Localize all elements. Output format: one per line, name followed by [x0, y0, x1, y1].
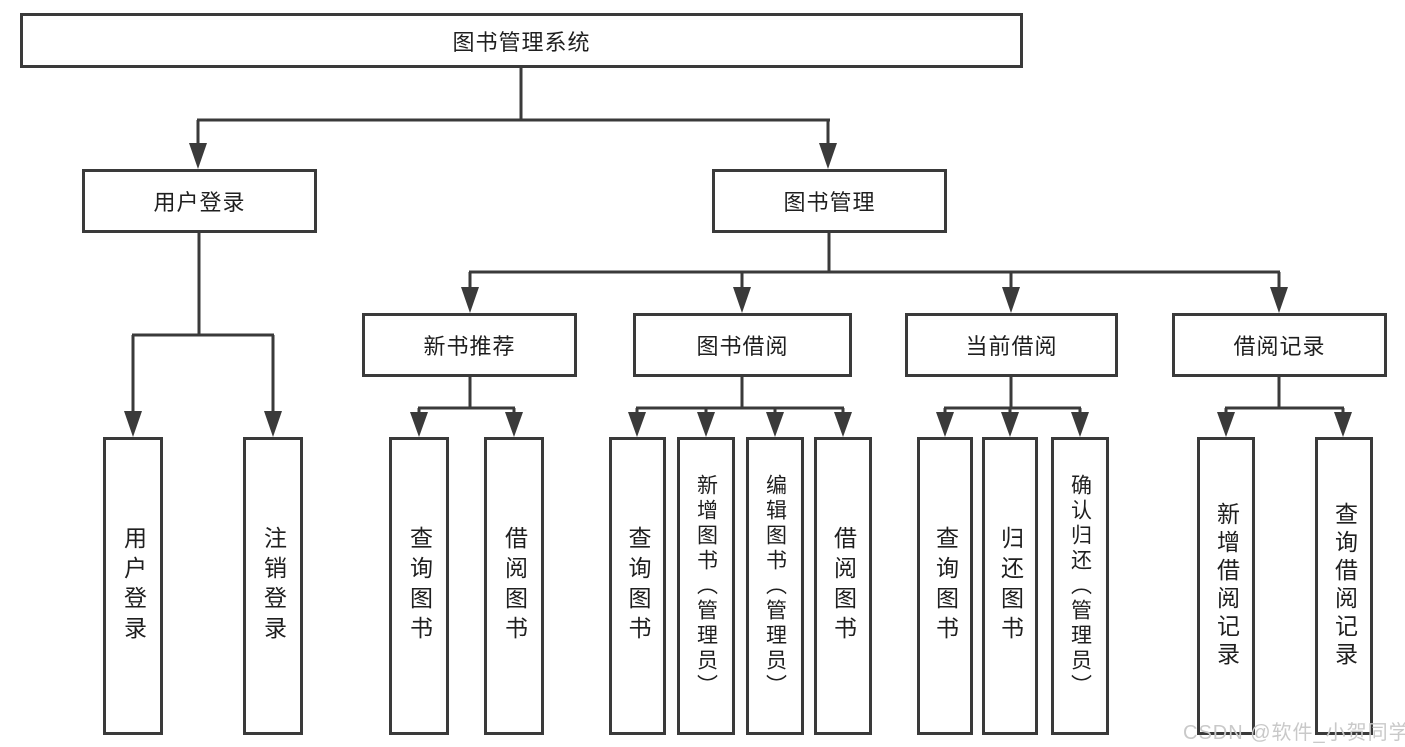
leaf-add-borrow-record-label: 新增借阅记录 [1213, 502, 1240, 670]
node-current-borrow-label: 当前借阅 [965, 334, 1058, 359]
node-user-login-label: 用户登录 [153, 190, 246, 215]
leaf-query-books-current-label: 查询图书 [932, 526, 959, 646]
node-new-book-recommend: 新书推荐 [362, 313, 577, 377]
leaf-borrow-books-recommend: 借阅图书 [484, 437, 544, 735]
connector-book-borrow-group [628, 377, 852, 437]
connector-book-management-to-level3 [461, 233, 1288, 313]
node-book-borrow: 图书借阅 [633, 313, 852, 377]
leaf-query-books-recommend-label: 查询图书 [406, 526, 433, 646]
leaf-edit-book-admin-label: 编辑图书（管理员） [763, 473, 787, 699]
leaf-query-borrow-record-label: 查询借阅记录 [1331, 502, 1358, 670]
node-borrow-records: 借阅记录 [1172, 313, 1387, 377]
leaf-user-login: 用户登录 [103, 437, 163, 735]
node-root-label: 图书管理系统 [452, 29, 591, 55]
leaf-borrow-books-label: 借阅图书 [830, 526, 857, 646]
leaf-return-book-label: 归还图书 [997, 526, 1024, 646]
node-root: 图书管理系统 [20, 13, 1023, 68]
connector-user-login-group [124, 233, 282, 437]
leaf-query-books-borrow: 查询图书 [609, 437, 666, 735]
leaf-logout: 注销登录 [243, 437, 303, 735]
node-book-borrow-label: 图书借阅 [696, 334, 789, 359]
leaf-query-books-borrow-label: 查询图书 [625, 526, 651, 646]
leaf-query-books-current: 查询图书 [917, 437, 973, 735]
connector-root-to-level2 [189, 68, 837, 169]
leaf-borrow-books: 借阅图书 [814, 437, 872, 735]
leaf-logout-label: 注销登录 [260, 526, 287, 646]
leaf-add-book-admin-label: 新增图书（管理员） [694, 473, 718, 699]
leaf-add-book-admin: 新增图书（管理员） [677, 437, 735, 735]
node-current-borrow: 当前借阅 [905, 313, 1118, 377]
node-book-management: 图书管理 [712, 169, 947, 233]
leaf-confirm-return-admin: 确认归还（管理员） [1051, 437, 1109, 735]
leaf-borrow-books-recommend-label: 借阅图书 [501, 526, 528, 646]
connector-borrow-records-group [1217, 377, 1352, 437]
leaf-query-borrow-record: 查询借阅记录 [1315, 437, 1373, 735]
leaf-query-books-recommend: 查询图书 [389, 437, 449, 735]
node-user-login: 用户登录 [82, 169, 317, 233]
connector-current-borrow-group [936, 377, 1089, 437]
connector-new-book-recommend-group [410, 377, 523, 437]
node-book-management-label: 图书管理 [783, 190, 876, 215]
leaf-confirm-return-admin-label: 确认归还（管理员） [1068, 473, 1092, 699]
leaf-edit-book-admin: 编辑图书（管理员） [746, 437, 804, 735]
leaf-return-book: 归还图书 [982, 437, 1038, 735]
node-borrow-records-label: 借阅记录 [1233, 334, 1326, 359]
leaf-user-login-label: 用户登录 [120, 526, 147, 646]
node-new-book-recommend-label: 新书推荐 [423, 334, 516, 359]
leaf-add-borrow-record: 新增借阅记录 [1197, 437, 1255, 735]
